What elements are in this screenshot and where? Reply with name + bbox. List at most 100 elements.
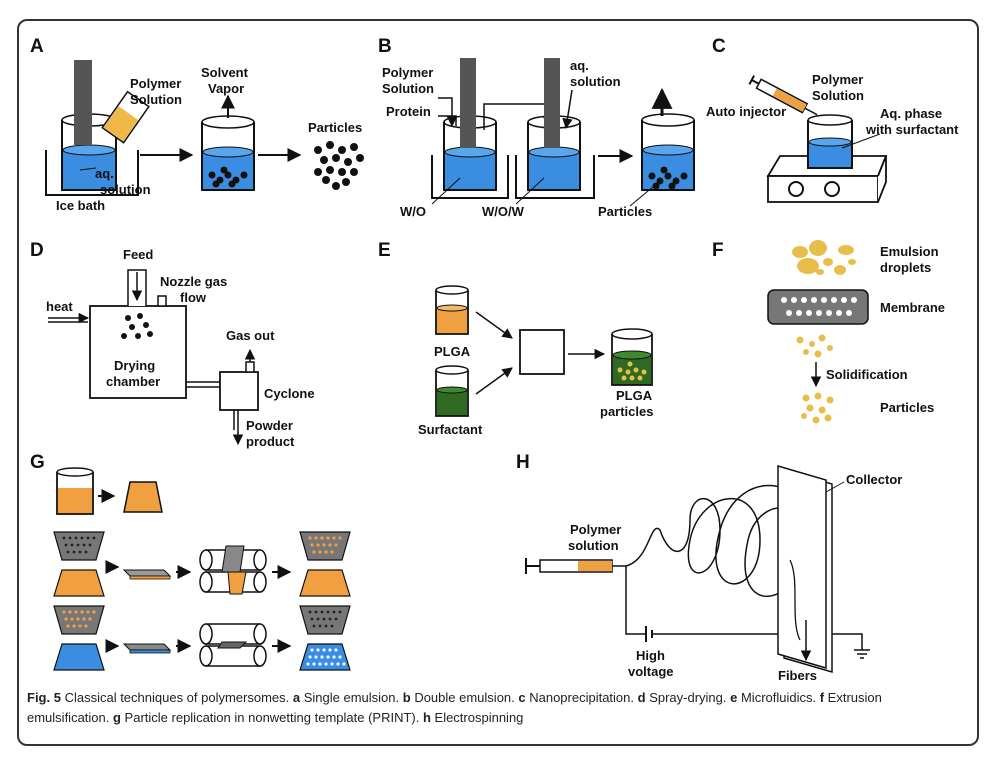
label-surfactant: Surfactant	[418, 422, 483, 437]
panel-d: D Feed Nozzle gas flow heat Drying chamb…	[30, 240, 315, 449]
ice-bath-container	[45, 150, 139, 196]
caption-lead: Classical techniques of polymersomes.	[60, 690, 293, 705]
caption-text-b: Double emulsion.	[410, 690, 519, 705]
label-c-polymer-1: Polymer	[812, 72, 863, 87]
panel-e: E PLGA Surfactant PLGA particles	[378, 240, 653, 437]
label-emulsion-2: droplets	[880, 260, 931, 275]
label-high: High	[636, 648, 665, 663]
particles-cluster-a	[314, 141, 364, 190]
label-polymer-solution-1: Polymer	[130, 76, 181, 91]
figure-caption: Fig. 5 Classical techniques of polymerso…	[27, 688, 967, 728]
caption-key-c: c	[518, 690, 526, 705]
label-powder-2: product	[246, 434, 295, 449]
microfluidic-chip	[519, 329, 565, 375]
label-voltage: voltage	[628, 664, 674, 679]
caption-key-b: b	[402, 690, 411, 705]
panel-f: F Emulsion droplets Membrane Solidificat…	[712, 240, 945, 424]
label-powder-1: Powder	[246, 418, 293, 433]
panel-a-letter: A	[30, 36, 44, 57]
label-fibers: Fibers	[778, 668, 817, 683]
panel-b-letter: B	[378, 36, 392, 57]
panel-g: G	[30, 452, 351, 671]
label-auto-injector: Auto injector	[706, 104, 786, 119]
label-b-wow: W/O/W	[482, 204, 525, 219]
caption-key-f: f	[819, 690, 825, 705]
caption-key-a: a	[292, 690, 301, 705]
label-nozzle-1: Nozzle gas	[160, 274, 227, 289]
panel-b: B Polymer Solution Protein aq. solution …	[378, 36, 695, 219]
label-b-aq-1: aq.	[570, 58, 589, 73]
label-collector: Collector	[846, 472, 902, 487]
label-aq-2: solution	[100, 182, 151, 197]
caption-text-e: Microfluidics.	[737, 690, 820, 705]
label-c-polymer-2: Solution	[812, 88, 864, 103]
panel-g-letter: G	[30, 452, 45, 473]
rollers-row2	[199, 545, 267, 595]
label-f-particles: Particles	[880, 400, 934, 415]
label-b-particles: Particles	[598, 204, 652, 219]
panel-f-letter: F	[712, 240, 724, 261]
panel-h: H Polymer solution Collector High voltag…	[516, 452, 902, 683]
beaker-outline	[61, 120, 117, 191]
label-plga-particles-2: particles	[600, 404, 653, 419]
caption-text-d: Spray-drying.	[645, 690, 731, 705]
label-polymer-solution-2: Solution	[130, 92, 182, 107]
caption-key-h: h	[422, 710, 431, 725]
label-emulsion-1: Emulsion	[880, 244, 939, 259]
caption-text-a: Single emulsion.	[300, 690, 403, 705]
membrane	[767, 289, 869, 325]
panel-c: C Polymer Solution Auto injector Aq. pha…	[706, 36, 959, 203]
caption-text-f: Extrusion emulsification.	[27, 690, 882, 725]
caption-key-g: g	[112, 710, 121, 725]
panel-d-letter: D	[30, 240, 44, 261]
label-aq-phase-2: with surfactant	[865, 122, 959, 137]
caption-text-h: Electrospinning	[430, 710, 524, 725]
label-membrane: Membrane	[880, 300, 945, 315]
label-solvent-vapor-2: Vapor	[208, 81, 244, 96]
label-b-polymer-2: Solution	[382, 81, 434, 96]
emulsion-droplets	[792, 240, 856, 275]
caption-fig-label: Fig. 5	[27, 690, 61, 705]
label-drying-2: chamber	[106, 374, 160, 389]
caption-text-c: Nanoprecipitation.	[525, 690, 638, 705]
panel-c-letter: C	[712, 36, 726, 57]
polymer-vial	[101, 90, 150, 144]
syringe-h	[525, 558, 626, 574]
label-solidification: Solidification	[826, 367, 908, 382]
label-b-aq-2: solution	[570, 74, 621, 89]
label-b-protein: Protein	[386, 104, 431, 119]
label-gas-out: Gas out	[226, 328, 275, 343]
caption-key-e: e	[730, 690, 738, 705]
label-ice-bath: Ice bath	[56, 198, 105, 213]
label-h-polymer-1: Polymer	[570, 522, 621, 537]
label-aq-1: aq.	[95, 166, 114, 181]
rollers-row3	[199, 623, 267, 667]
label-feed: Feed	[123, 247, 153, 262]
label-cyclone: Cyclone	[264, 386, 315, 401]
label-particles-a: Particles	[308, 120, 362, 135]
figure-frame	[17, 19, 979, 746]
beaker-liquid	[63, 150, 115, 190]
label-plga-particles-1: PLGA	[616, 388, 653, 403]
label-b-polymer-1: Polymer	[382, 65, 433, 80]
mold-holes-row2	[62, 536, 96, 554]
panel-e-letter: E	[378, 240, 391, 261]
label-h-polymer-2: solution	[568, 538, 619, 553]
syringe-c	[748, 75, 818, 116]
label-aq-phase-1: Aq. phase	[880, 106, 942, 121]
panel-h-letter: H	[516, 452, 530, 473]
fiber-jet	[625, 484, 812, 641]
caption-text-g: Particle replication in nonwetting templ…	[120, 710, 423, 725]
label-plga: PLGA	[434, 344, 471, 359]
label-nozzle-2: flow	[180, 290, 207, 305]
cyclone-box	[219, 371, 259, 411]
label-heat: heat	[46, 299, 73, 314]
label-solvent-vapor-1: Solvent	[201, 65, 249, 80]
homogenizer-probe	[74, 60, 92, 145]
label-b-wo: W/O	[400, 204, 426, 219]
drying-chamber-box	[89, 305, 187, 399]
panel-a: A Polymer Solution aq. solution Ice bath	[30, 36, 364, 213]
label-drying-1: Drying	[114, 358, 155, 373]
caption-key-d: d	[637, 690, 646, 705]
